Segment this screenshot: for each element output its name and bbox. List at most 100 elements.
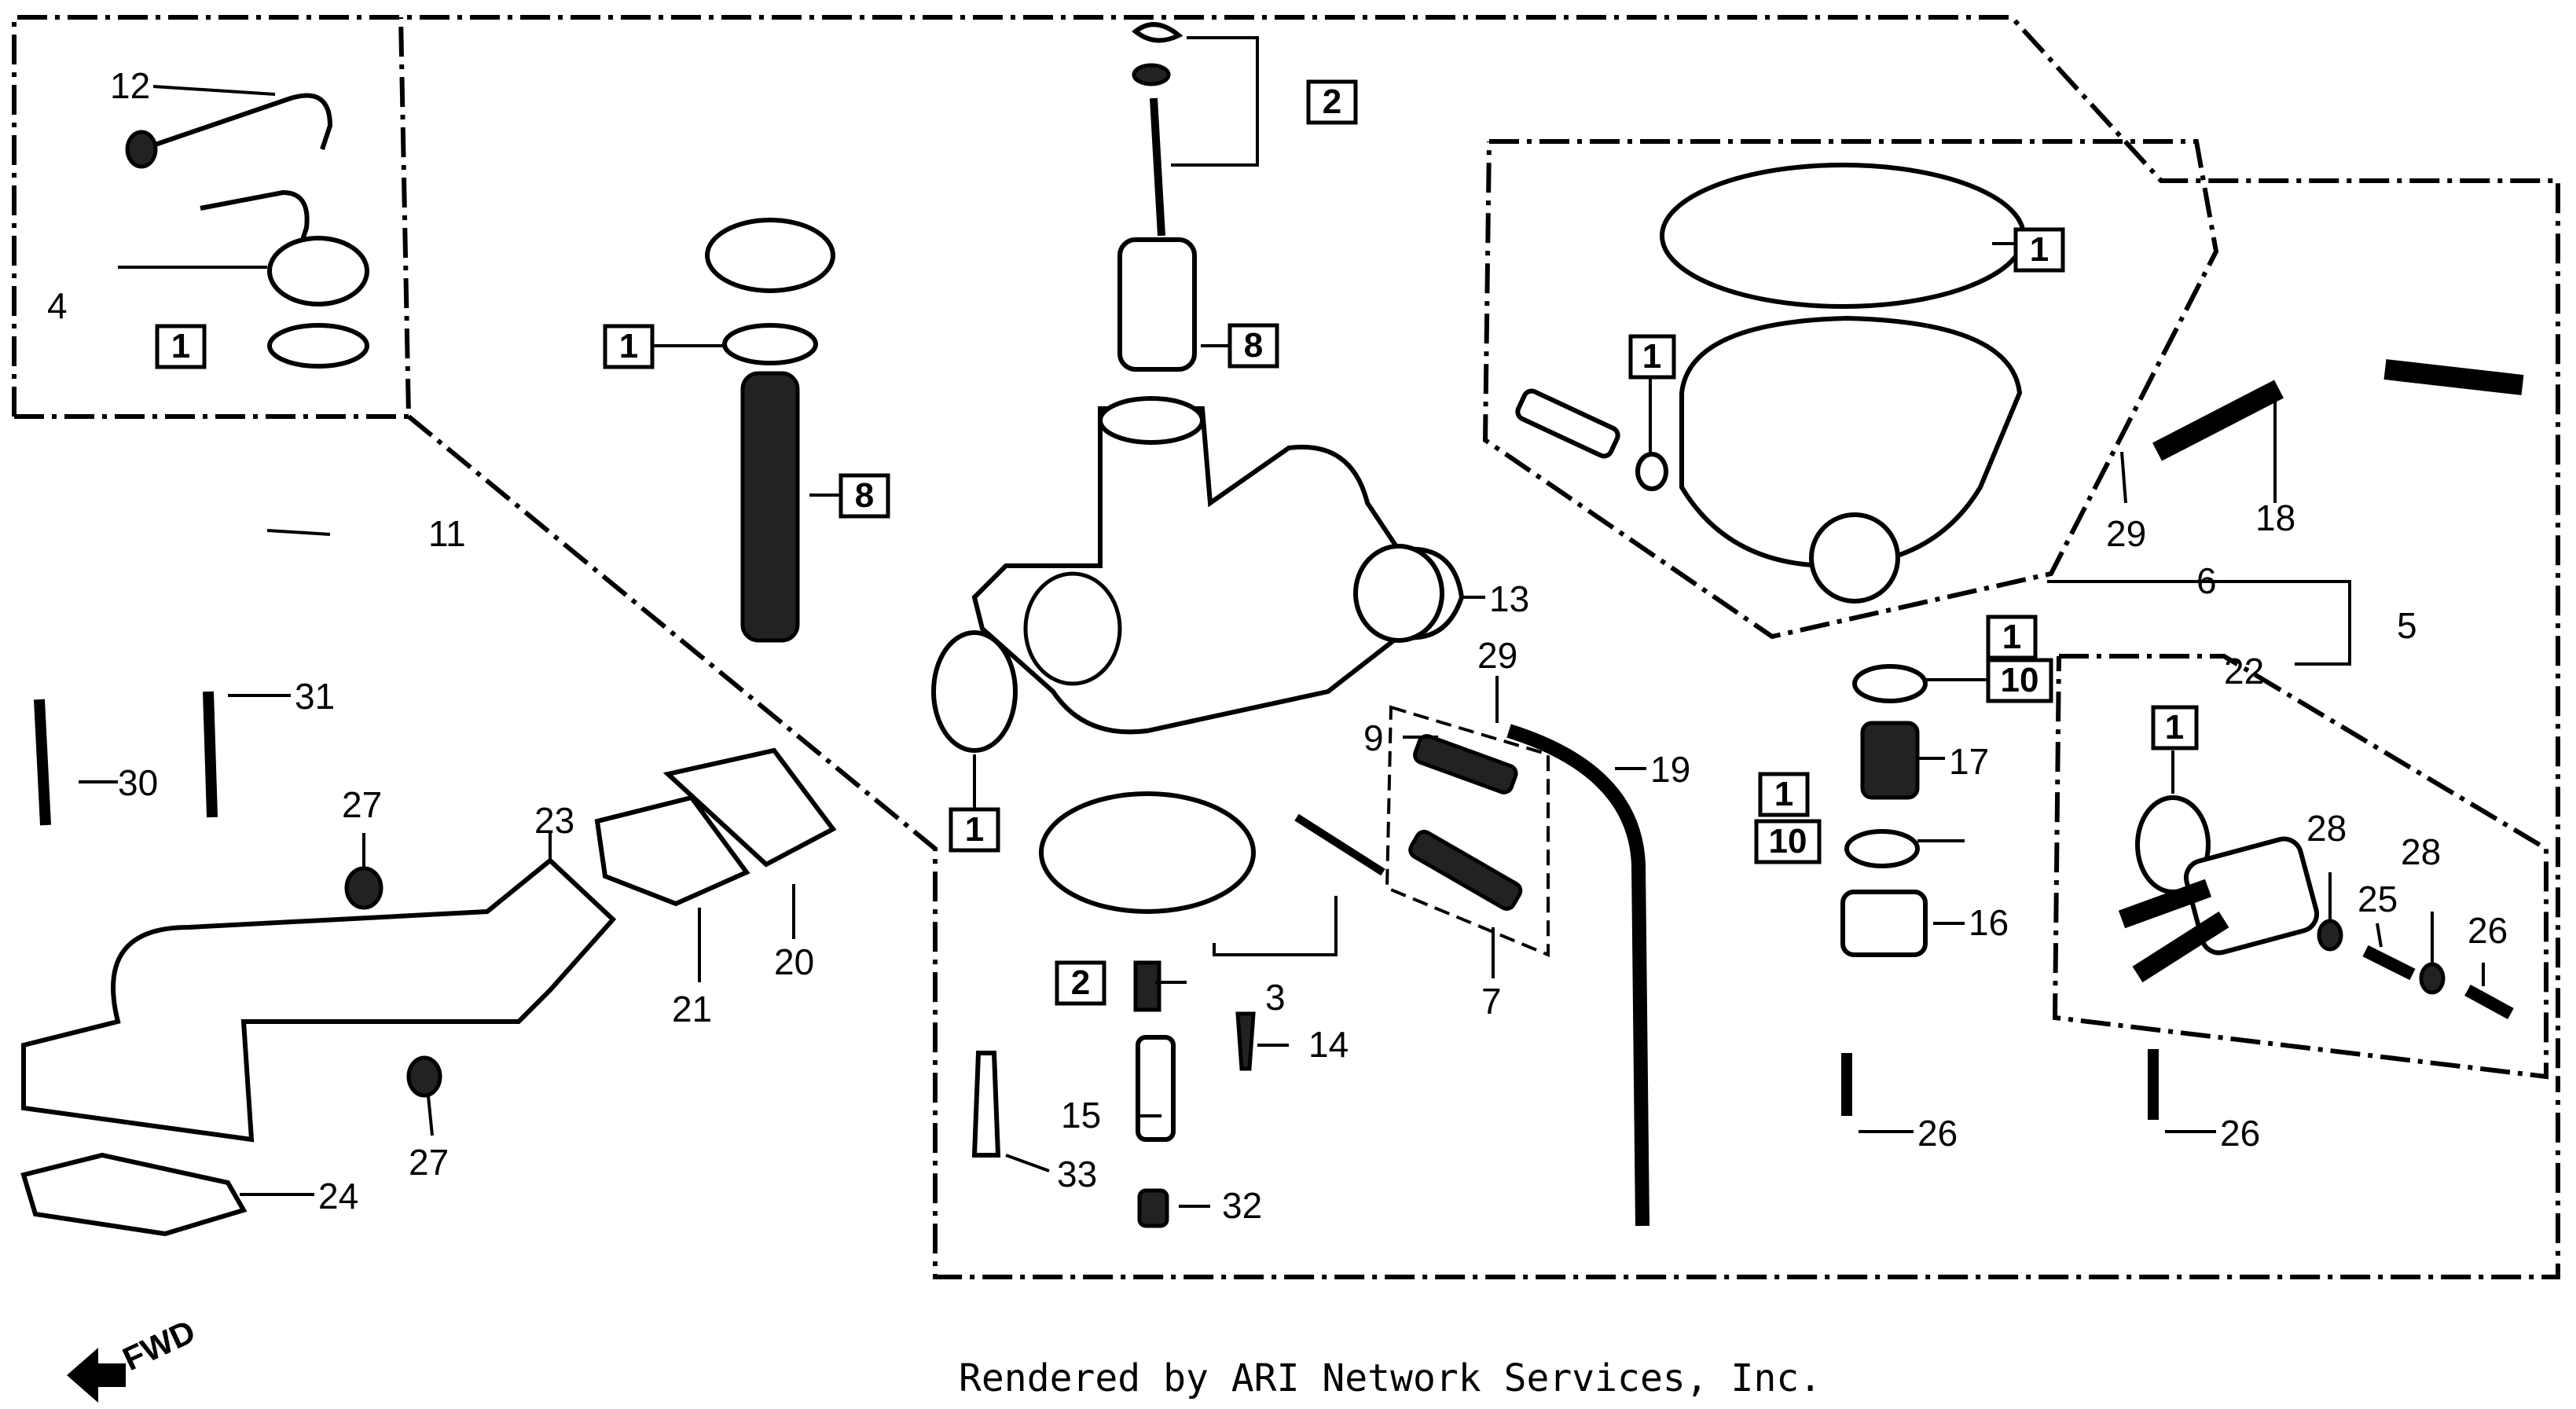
callout-1-fuel-cock: 1 [2151,705,2199,750]
callout-10-strainer-b: 10 [1754,819,1822,864]
callout-1-gasket: 1 [2013,227,2065,273]
fuel-cock-outline [2052,654,2548,1080]
callout-2-jet: 2 [1055,960,1106,1006]
svg-text:1: 1 [2165,708,2184,747]
callout-22: 22 [2224,651,2264,692]
svg-text:1: 1 [619,327,638,365]
insulator-20-icon [662,747,837,868]
svg-text:1: 1 [171,327,190,365]
elbow-tube-icon [141,93,333,152]
callout-21: 21 [672,989,712,1029]
slow-jet-icon [1408,829,1523,911]
main-jet-icon [1413,734,1518,794]
svg-text:8: 8 [1244,326,1263,365]
vent-cap-icon [267,236,369,306]
fwd-arrow-icon [67,1348,126,1403]
strainer-cup-icon [1840,890,1928,957]
callout-29-right: 29 [2106,513,2146,554]
callout-32: 32 [1222,1185,1262,1226]
gasket-24-icon [20,1152,248,1237]
svg-text:2: 2 [1071,963,1090,1002]
boxed-callouts: 1 1 8 2 8 1 2 1 1 1 10 1 10 1 [155,79,2199,1006]
callout-31: 31 [295,676,335,717]
callout-10-strainer-a: 10 [1986,658,2053,703]
svg-text:10: 10 [2001,661,2039,699]
callout-6: 6 [2196,560,2217,601]
main-outline-bottom [407,414,2560,1279]
callout-1-vent: 1 [155,324,207,369]
screw-25-icon [2362,945,2416,981]
float-pin-icon [1294,813,1385,876]
callout-5: 5 [2397,605,2417,646]
strainer-oring-b-icon [1844,829,1920,868]
chamber-pin-icon [1515,388,1620,459]
float-chamber-icon [1679,315,2023,569]
callout-14: 14 [1308,1024,1349,1065]
credit-text: Rendered by ARI Network Services, Inc. [959,1356,1822,1400]
elbow-tube-end-icon [125,130,158,169]
part-sketches [20,22,2524,1403]
callout-8-slide: 8 [1227,323,1279,369]
insulator-gasket-21-icon [594,794,750,907]
nut-27b-icon [406,1055,442,1098]
callout-1-pin: 1 [1628,334,1676,380]
needle-washer-icon [1132,63,1171,86]
callout-11: 11 [428,513,466,554]
callout-9: 9 [1363,717,1384,758]
callout-29-upper: 29 [1477,635,1517,676]
callout-18: 18 [2255,497,2295,538]
svg-text:1: 1 [965,810,984,849]
callout-27-a: 27 [342,784,382,825]
float-valve-icon [1235,1011,1256,1071]
strainer-oring-icon [1852,664,1928,703]
callout-1-oring: 1 [949,807,1000,853]
svg-text:2: 2 [1323,83,1341,121]
callout-2-needle: 2 [1306,79,1358,125]
bolt-30-icon [34,699,51,826]
svg-text:8: 8 [855,476,874,515]
nut-27a-icon [344,866,383,910]
throttle-valve-icon [1117,237,1197,372]
svg-text:1: 1 [1774,775,1793,813]
bolt-31-icon [203,691,218,818]
svg-text:10: 10 [1769,822,1807,860]
callout-12: 12 [110,65,150,106]
jet-needle-icon [1150,97,1165,237]
jet-kit-outline [1385,705,1550,957]
needle-jet-holder-icon [1136,1035,1176,1142]
carb-intake-icon [1023,571,1122,686]
intake-pipe-icon [21,857,617,1143]
callout-33: 33 [1057,1154,1097,1194]
overflow-hose-icon [1506,724,1649,1227]
top-cap-icon [705,218,835,293]
chamber-valve-icon [1809,512,1900,604]
callout-25: 25 [2358,879,2398,919]
drain-screw-icon [1137,1188,1169,1228]
callout-28-a: 28 [2306,808,2347,849]
group-outlines [12,15,2560,1279]
callout-17: 17 [1949,741,1989,782]
chamber-gasket-icon [1660,163,2026,309]
washer-28-icon [2317,919,2343,952]
vent-tube-icon [200,189,310,252]
svg-text:1: 1 [2030,230,2049,269]
callout-4: 4 [47,285,68,326]
fuel-cock-nozzle-icon [2118,879,2212,929]
callout-15: 15 [1061,1095,1101,1136]
callout-28-b: 28 [2401,831,2441,872]
callout-19: 19 [1650,749,1690,790]
callout-30: 30 [118,762,158,803]
callout-20: 20 [774,941,814,982]
callout-1-cap: 1 [603,324,655,369]
chamber-oring-icon [1635,452,1668,491]
small-jet-icon [1133,960,1161,1012]
callout-8-spring: 8 [838,473,890,519]
callout-7: 7 [1481,981,1502,1022]
callout-3: 3 [1265,977,1286,1018]
fwd-label: FWD [117,1312,201,1378]
pilot-screw-icon [971,1051,1001,1158]
callout-26-c: 26 [2468,910,2508,951]
washer-28b-icon [2419,962,2446,995]
